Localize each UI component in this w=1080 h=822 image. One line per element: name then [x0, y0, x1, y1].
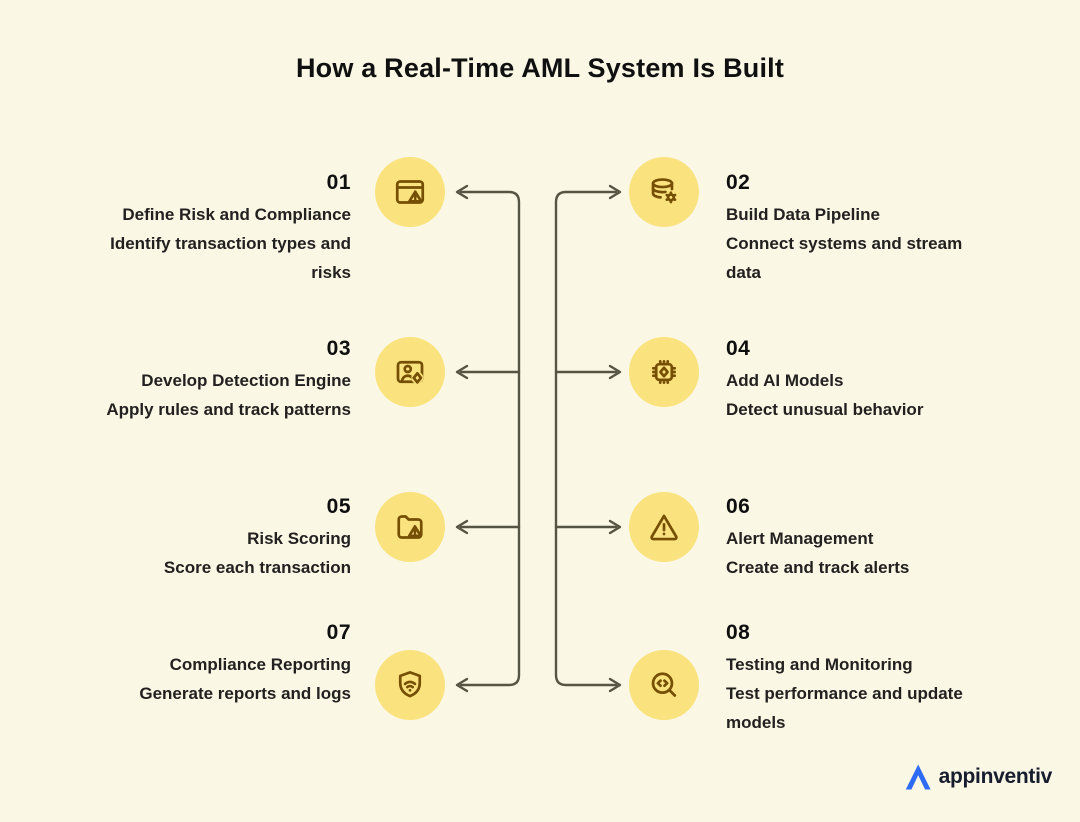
step-01: 01 Define Risk and Compliance Identify t… [51, 170, 351, 287]
step-number: 04 [726, 337, 751, 360]
id-badge-sparkle-icon [396, 360, 424, 384]
step-03: 03 Develop Detection Engine Apply rules … [51, 336, 351, 424]
step-title: Build Data Pipeline [726, 205, 880, 224]
step-title: Develop Detection Engine [141, 371, 351, 390]
alert-triangle-icon [650, 514, 678, 541]
step-01-icon-circle [375, 157, 445, 227]
shield-wifi-icon [398, 671, 422, 698]
step-desc-line: models [726, 713, 786, 732]
step-desc-line: Detect unusual behavior [726, 400, 924, 419]
step-title: Define Risk and Compliance [122, 205, 351, 224]
step-desc-line: Test performance and update [726, 684, 963, 703]
step-title: Alert Management [726, 529, 874, 548]
step-number: 01 [326, 171, 351, 194]
step-desc-line: Create and track alerts [726, 558, 910, 577]
step-title: Testing and Monitoring [726, 655, 913, 674]
step-desc-line: Identify transaction types and [110, 234, 351, 253]
database-gear-icon [651, 178, 678, 204]
step-number: 03 [326, 337, 351, 360]
step-05-icon-circle [375, 492, 445, 562]
brand-logo: appinventiv [903, 762, 1052, 792]
step-desc-line: data [726, 263, 761, 282]
step-number: 07 [326, 621, 351, 644]
folder-alert-icon [397, 515, 423, 539]
step-number: 02 [726, 171, 751, 194]
step-desc-line: Generate reports and logs [139, 684, 351, 703]
step-title: Compliance Reporting [169, 655, 351, 674]
step-02-icon-circle [629, 157, 699, 227]
step-desc-line: Apply rules and track patterns [106, 400, 351, 419]
step-desc-line: risks [311, 263, 351, 282]
step-desc-line: Connect systems and stream [726, 234, 963, 253]
page-title: How a Real-Time AML System Is Built [295, 53, 785, 83]
brand-name: appinventiv [938, 765, 1053, 788]
step-07-icon-circle [375, 650, 445, 720]
step-number: 05 [326, 495, 351, 518]
step-06: 06 Alert Management Create and track ale… [726, 494, 1026, 582]
appinventiv-logo-icon [905, 764, 931, 790]
step-07: 07 Compliance Reporting Generate reports… [51, 620, 351, 708]
step-06-icon-circle [629, 492, 699, 562]
chip-sparkle-icon [652, 360, 677, 385]
step-number: 06 [726, 495, 751, 518]
step-title: Add AI Models [726, 371, 844, 390]
window-alert-icon [395, 180, 425, 204]
step-04-icon-circle [629, 337, 699, 407]
step-desc-line: Score each transaction [163, 558, 351, 577]
step-title: Risk Scoring [247, 529, 351, 548]
step-04: 04 Add AI Models Detect unusual behavior [726, 336, 1026, 424]
step-08: 08 Testing and Monitoring Test performan… [726, 620, 1026, 737]
step-05: 05 Risk Scoring Score each transaction [51, 494, 351, 582]
step-08-icon-circle [629, 650, 699, 720]
step-number: 08 [726, 621, 751, 644]
step-03-icon-circle [375, 337, 445, 407]
search-code-icon [651, 672, 677, 697]
step-02: 02 Build Data Pipeline Connect systems a… [726, 170, 1026, 287]
